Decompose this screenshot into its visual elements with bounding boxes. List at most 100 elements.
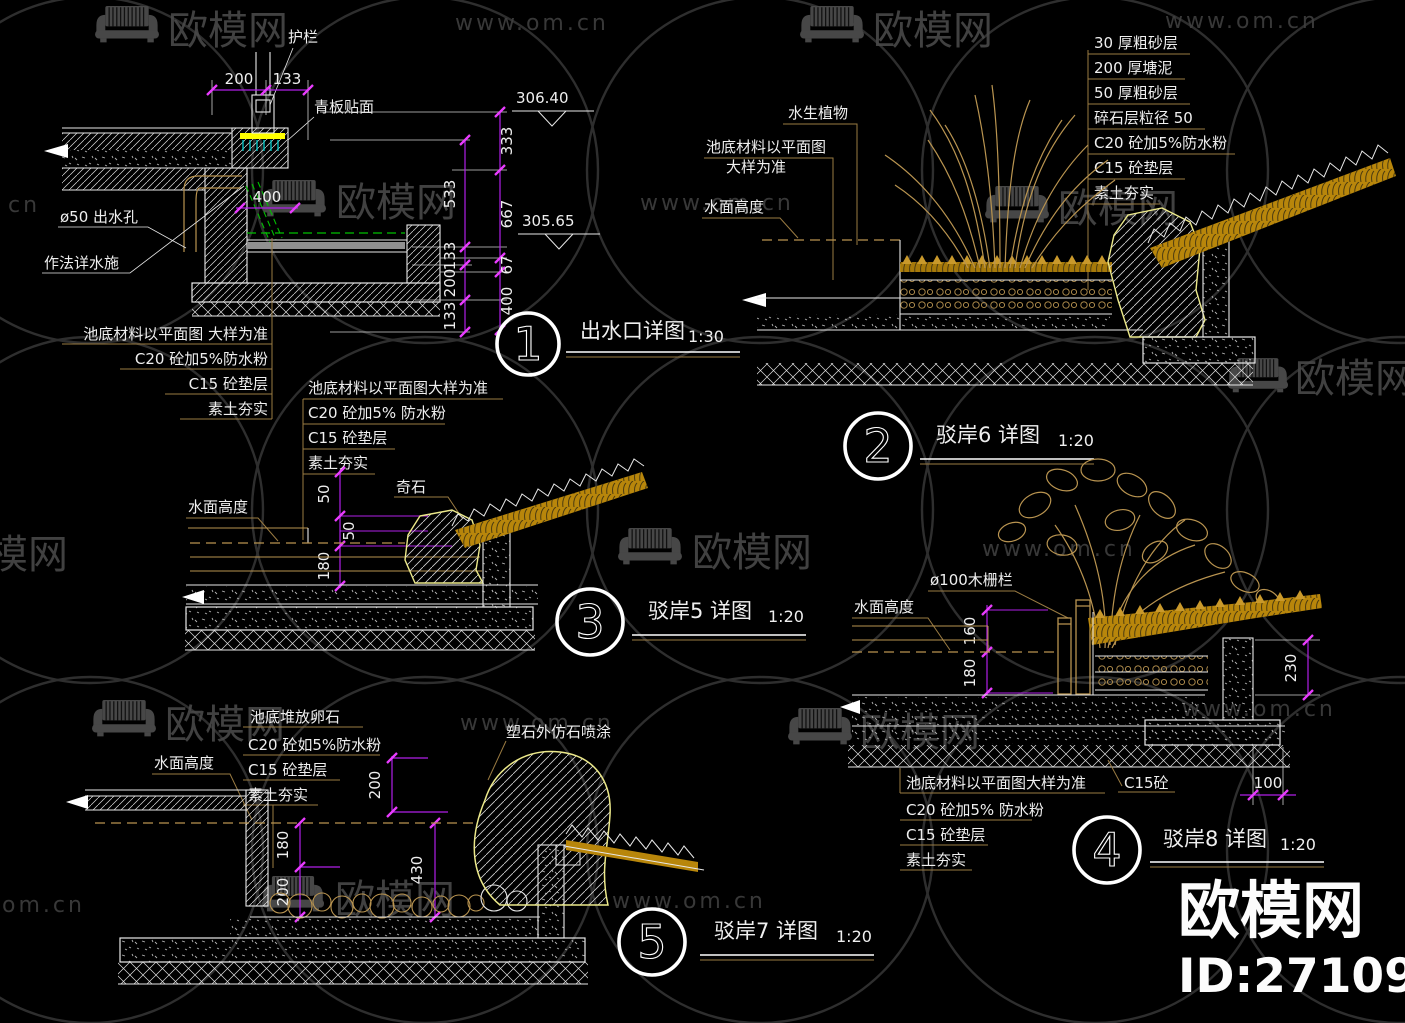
note-label: 池底材料以平面图 [706, 138, 826, 156]
detail-number: 1 [513, 317, 542, 371]
dim: 160 [961, 617, 979, 646]
detail-bubble [555, 587, 625, 657]
watermark-url: www.om.cn [982, 537, 1136, 562]
site-logo: 欧模网 ID:2710978 [1178, 874, 1405, 1004]
break-arrow [66, 795, 88, 809]
layer-label: 200 厚塘泥 [1094, 59, 1172, 77]
sofa-icon [95, 6, 159, 43]
artificial-rock-label: 塑石外仿石喷涂 [506, 723, 611, 741]
dim: 400 [498, 287, 516, 316]
level-marker [518, 233, 600, 250]
watermark-url: www.om.cn [1165, 9, 1319, 34]
site-logo-id: ID:2710978 [1178, 949, 1405, 1004]
callout: C15 砼垫层 [308, 429, 387, 447]
water-level-label: 水面高度 [154, 754, 214, 772]
layer-label: 碎石层粒径 50 [1094, 109, 1193, 127]
water-level-label: 水面高度 [704, 198, 764, 216]
rock-label: 奇石 [396, 478, 426, 496]
watermark-url: www.om.cn [640, 191, 794, 216]
detail-2-bank6: 30 厚粗砂层 200 厚塘泥 50 厚粗砂层 碎石层粒径 50 C20 砼加5… [702, 34, 1396, 481]
facing-label: 青板贴面 [314, 98, 374, 116]
detail-bubble [495, 311, 561, 377]
watermark-brand: 欧模网 [336, 180, 456, 226]
callout: C20 砼加5% 防水粉 [308, 404, 446, 422]
detail-scale: 1:30 [688, 327, 724, 346]
callout: 池底材料以平面图大样为准 [308, 379, 488, 397]
layer-label: 30 厚粗砂层 [1094, 34, 1178, 52]
detail-1-outlet: 护栏 青板贴面 ø50 出水孔 作法详水施 200 133 400 306.40… [42, 28, 740, 420]
dim: 667 [498, 200, 516, 229]
detail-scale: 1:20 [1280, 835, 1316, 854]
layer-label: 素土夯实 [1094, 184, 1154, 202]
detail-scale: 1:20 [768, 607, 804, 626]
sofa-icon [262, 876, 324, 912]
grass-zigzag [1147, 144, 1389, 244]
detail-number: 4 [1092, 823, 1121, 877]
site-logo-brand: 欧模网 [1178, 874, 1364, 947]
callout: 素土夯实 [208, 400, 268, 418]
detail-bubble [617, 907, 687, 977]
watermark-url: www.om.cn [455, 11, 609, 36]
detail-3-bank5: 池底材料以平面图大样为准 C20 砼加5% 防水粉 C15 砼垫层 素土夯实 奇… [182, 379, 806, 657]
grass-zigzag [565, 824, 695, 859]
detail-number: 5 [637, 915, 666, 969]
note-label: 大样为准 [726, 158, 786, 176]
water-level-label: 水面高度 [188, 498, 248, 516]
layer-label: C20 砼加5%防水粉 [1094, 134, 1227, 152]
callout: C15 砼垫层 [189, 375, 268, 393]
detail-title: 驳岸7 详图 [714, 919, 818, 943]
break-arrow [840, 700, 860, 714]
dim: 200 [274, 878, 292, 907]
callout: C20 砼加5%防水粉 [135, 350, 268, 368]
grass-zigzag [451, 458, 645, 527]
dim: 50 [340, 521, 358, 540]
dim: 333 [498, 127, 516, 156]
dim: 133 [273, 70, 302, 88]
c15-label: C15砼 [1124, 774, 1169, 792]
callout: 池底堆放卵石 [250, 708, 340, 726]
pool-liner-strip [247, 242, 405, 249]
grass-slope [566, 840, 698, 872]
detail-title: 驳岸5 详图 [648, 599, 752, 623]
plant-label: 水生植物 [788, 104, 848, 122]
dim: 67 [498, 255, 516, 274]
dim: 200 [366, 771, 384, 800]
detail-scale: 1:20 [836, 927, 872, 946]
sofa-icon [800, 6, 864, 43]
elevation-label: 306.40 [516, 89, 569, 107]
detail-5-bank7: 池底堆放卵石 C20 砼如5%防水粉 C15 砼垫层 素土夯实 水面高度 塑石外… [66, 708, 874, 985]
dim: 180 [961, 659, 979, 688]
detail-title: 驳岸6 详图 [936, 423, 1040, 447]
callout: 素土夯实 [308, 454, 368, 472]
elevation-label: 305.65 [522, 212, 575, 230]
dim: 230 [1282, 654, 1300, 683]
dim: 50 [315, 484, 333, 503]
detail-scale: 1:20 [1058, 431, 1094, 450]
level-marker [512, 110, 594, 127]
callout: C15 砼垫层 [248, 761, 327, 779]
stone-facing-strip [240, 133, 285, 139]
detail-bubble [1072, 815, 1142, 885]
rock [404, 509, 485, 584]
callout: C20 砼加5% 防水粉 [906, 801, 1044, 819]
callout: C20 砼如5%防水粉 [248, 736, 381, 754]
detail-4-bank8: ø100木栅栏 水面高度 160 180 230 100 C15砼 池底材料以平… [840, 458, 1324, 885]
dim: 200 [441, 269, 459, 298]
callout: 素土夯实 [906, 851, 966, 869]
watermark-url-short: om.cn [2, 893, 85, 918]
layer-label: C15 砼垫层 [1094, 159, 1173, 177]
layer-label: 50 厚粗砂层 [1094, 84, 1178, 102]
dim: 430 [408, 856, 426, 885]
break-arrow [182, 590, 204, 604]
watermark-brand: 欧模网 [165, 702, 285, 748]
watermark-brand: 欧模网 [692, 530, 812, 576]
rock [1107, 207, 1206, 338]
sofa-icon [618, 528, 682, 565]
outflow-lines [245, 181, 283, 243]
dim: 133 [441, 242, 459, 271]
railing [248, 52, 278, 134]
watermark-brand: 欧模网 [168, 8, 288, 54]
wood-fence-posts [1057, 599, 1091, 695]
method-label: 作法详水施 [44, 254, 119, 272]
detail-number: 3 [575, 595, 604, 649]
